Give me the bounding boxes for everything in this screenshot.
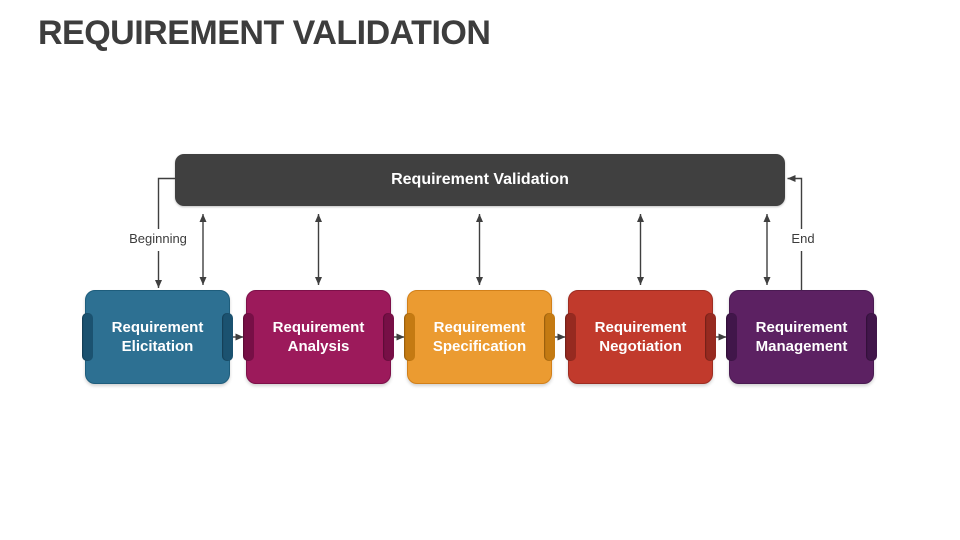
- process-box-label: Requirement Negotiation: [594, 319, 687, 355]
- process-box-requirement-management: Requirement Management: [726, 290, 877, 384]
- process-box-requirement-specification: Requirement Specification: [404, 290, 555, 384]
- end-line-upper-arrow: [787, 175, 803, 229]
- box-side-tab-right: [383, 313, 394, 361]
- process-box-requirement-elicitation: Requirement Elicitation: [82, 290, 233, 384]
- beginning-label: Beginning: [127, 231, 189, 246]
- box-side-tab-left: [404, 313, 415, 361]
- end-label: End: [789, 231, 817, 246]
- box-side-tab-right: [544, 313, 555, 361]
- box-side-tab-left: [82, 313, 93, 361]
- box-side-tab-left: [565, 313, 576, 361]
- box-side-tab-right: [222, 313, 233, 361]
- box-side-tab-left: [726, 313, 737, 361]
- box-side-tab-left: [243, 313, 254, 361]
- process-box-label: Requirement Specification: [432, 319, 527, 355]
- process-box-requirement-negotiation: Requirement Negotiation: [565, 290, 716, 384]
- box-side-tab-right: [705, 313, 716, 361]
- process-box-label: Requirement Analysis: [272, 319, 365, 355]
- box-side-tab-right: [866, 313, 877, 361]
- process-box-requirement-analysis: Requirement Analysis: [243, 290, 394, 384]
- validation-bar: Requirement Validation: [175, 154, 785, 206]
- process-box-label: Requirement Management: [755, 319, 848, 355]
- slide-title: REQUIREMENT VALIDATION: [38, 14, 491, 52]
- process-box-label: Requirement Elicitation: [111, 319, 204, 355]
- validation-bar-label: Requirement Validation: [391, 171, 569, 188]
- beginning-line-upper: [157, 177, 175, 229]
